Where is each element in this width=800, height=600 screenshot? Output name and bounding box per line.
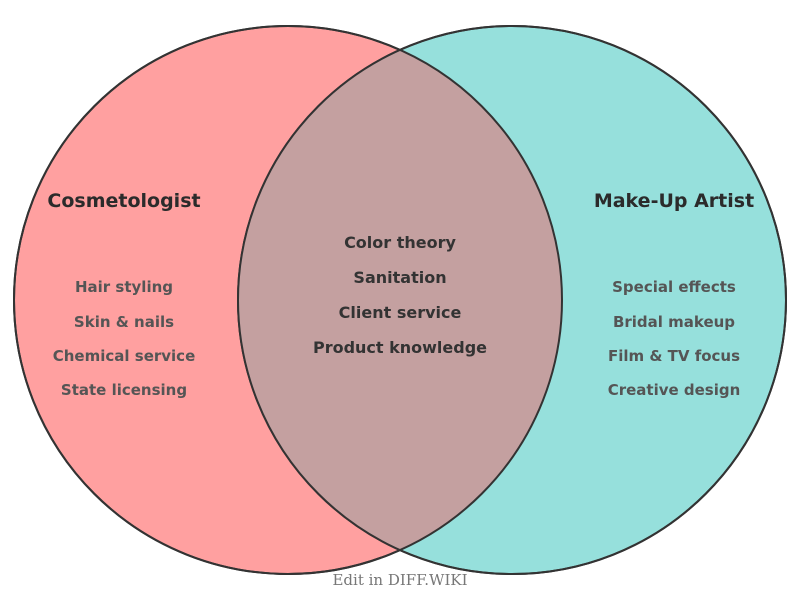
right-set-item-list: Special effects Bridal makeup Film & TV …: [608, 278, 741, 399]
right-set-item: Film & TV focus: [608, 347, 740, 365]
venn-circle-right-outline: [237, 25, 787, 575]
right-set-title: Make-Up Artist: [594, 190, 754, 212]
overlap-item: Color theory: [344, 233, 456, 252]
edit-link[interactable]: Edit in DIFF.WIKI: [332, 571, 467, 589]
overlap-item: Client service: [339, 303, 462, 322]
overlap-item: Product knowledge: [313, 338, 487, 357]
left-set-item: State licensing: [61, 381, 187, 399]
right-set-item: Special effects: [612, 278, 736, 296]
left-set-item: Chemical service: [53, 347, 196, 365]
overlap-item: Sanitation: [353, 268, 446, 287]
right-set-item: Creative design: [608, 381, 741, 399]
venn-circle-left-outline: [13, 25, 563, 575]
right-set-item: Bridal makeup: [613, 313, 735, 331]
overlap-item-list: Color theory Sanitation Client service P…: [313, 233, 487, 357]
venn-overlap-region[interactable]: [238, 26, 786, 574]
left-set-item: Hair styling: [75, 278, 173, 296]
left-set-item: Skin & nails: [74, 313, 174, 331]
left-set-item-list: Hair styling Skin & nails Chemical servi…: [53, 278, 196, 399]
left-set-title: Cosmetologist: [47, 190, 200, 212]
